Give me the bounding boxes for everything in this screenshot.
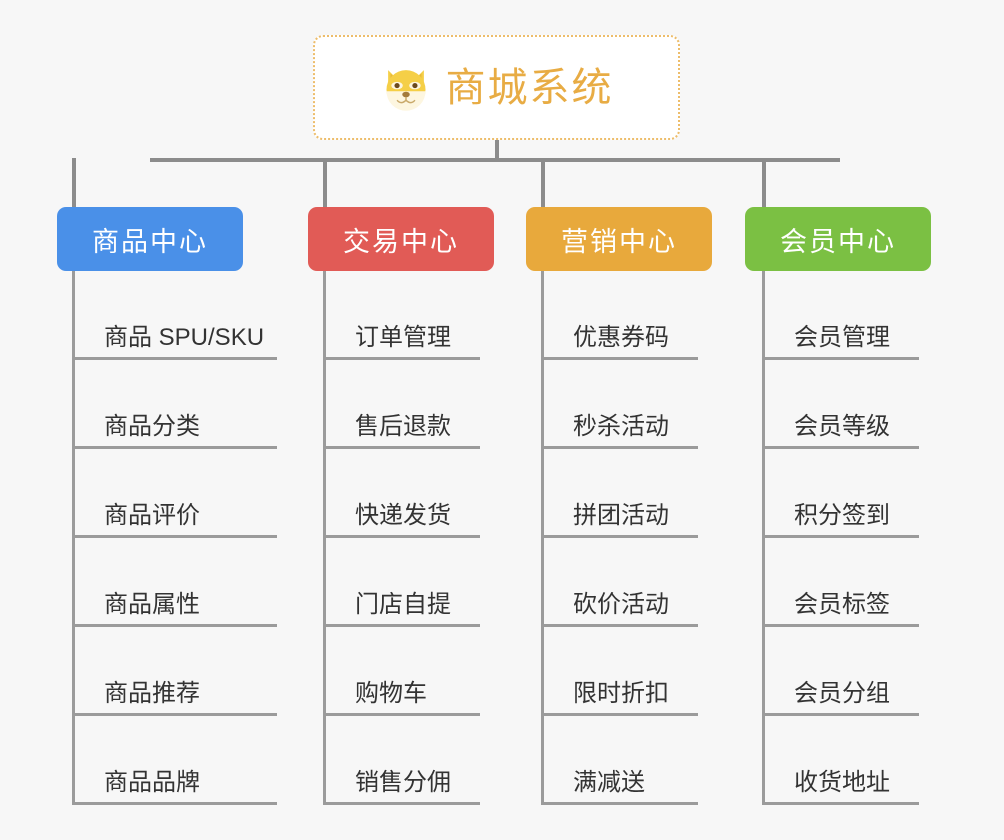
- connector-drop-trade-center: [323, 158, 327, 209]
- leaf-item[interactable]: 优惠券码: [541, 271, 698, 360]
- root-title: 商城系统: [445, 65, 614, 110]
- leaf-item[interactable]: 订单管理: [323, 271, 480, 360]
- category-box-product-center[interactable]: 商品中心: [57, 207, 243, 271]
- leaf-item-label: 商品属性: [104, 590, 200, 618]
- leaf-item[interactable]: 购物车: [323, 627, 480, 716]
- connector-bus-bar: [150, 158, 840, 162]
- leaf-item[interactable]: 商品分类: [72, 360, 277, 449]
- connector-drop-product-center: [72, 158, 76, 209]
- leaf-item-label: 商品品牌: [104, 768, 200, 796]
- leaf-column-trade-center: 订单管理售后退款快递发货门店自提购物车销售分佣: [323, 271, 480, 805]
- leaf-item-label: 商品分类: [104, 412, 200, 440]
- leaf-item[interactable]: 会员等级: [762, 360, 919, 449]
- leaf-item[interactable]: 门店自提: [323, 538, 480, 627]
- leaf-item[interactable]: 拼团活动: [541, 449, 698, 538]
- leaf-item[interactable]: 商品品牌: [72, 716, 277, 805]
- leaf-item-label: 订单管理: [355, 323, 451, 351]
- category-box-member-center[interactable]: 会员中心: [745, 207, 931, 271]
- leaf-item-label: 会员标签: [794, 590, 890, 618]
- category-label: 商品中心: [92, 226, 208, 257]
- category-box-trade-center[interactable]: 交易中心: [308, 207, 494, 271]
- leaf-item[interactable]: 快递发货: [323, 449, 480, 538]
- leaf-item-label: 售后退款: [355, 412, 451, 440]
- leaf-item-label: 会员管理: [794, 323, 890, 351]
- leaf-item-label: 拼团活动: [573, 501, 669, 529]
- leaf-item[interactable]: 会员分组: [762, 627, 919, 716]
- leaf-column-product-center: 商品 SPU/SKU 商品分类商品评价商品属性商品推荐商品品牌: [72, 271, 277, 805]
- leaf-item-label: 收货地址: [794, 768, 890, 796]
- leaf-item[interactable]: 砍价活动: [541, 538, 698, 627]
- category-label: 交易中心: [343, 226, 459, 257]
- leaf-item-label: 快递发货: [355, 501, 451, 529]
- leaf-item-label: 商品评价: [104, 501, 200, 529]
- connector-drop-marketing-center: [541, 158, 545, 209]
- leaf-item[interactable]: 会员管理: [762, 271, 919, 360]
- shiba-dog-face-icon: [386, 69, 425, 111]
- leaf-item[interactable]: 商品评价: [72, 449, 277, 538]
- leaf-item-label: 会员等级: [794, 412, 890, 440]
- connector-root-stem: [495, 140, 499, 162]
- leaf-item-label: 积分签到: [794, 501, 890, 529]
- leaf-item-label: 满减送: [573, 768, 645, 796]
- leaf-item-label: 商品推荐: [104, 679, 200, 707]
- leaf-item-label: 门店自提: [355, 590, 451, 618]
- leaf-item-label: 秒杀活动: [573, 412, 669, 440]
- connector-drop-member-center: [762, 158, 766, 209]
- leaf-item[interactable]: 商品推荐: [72, 627, 277, 716]
- leaf-item-label: 销售分佣: [355, 768, 451, 796]
- category-box-marketing-center[interactable]: 营销中心: [526, 207, 712, 271]
- leaf-item-label: 商品 SPU/SKU: [104, 323, 265, 351]
- leaf-item[interactable]: 商品 SPU/SKU: [72, 271, 277, 360]
- leaf-item[interactable]: 商品属性: [72, 538, 277, 627]
- leaf-trunk-line: [323, 271, 326, 805]
- leaf-item[interactable]: 收货地址: [762, 716, 919, 805]
- leaf-item[interactable]: 会员标签: [762, 538, 919, 627]
- leaf-item[interactable]: 秒杀活动: [541, 360, 698, 449]
- leaf-column-member-center: 会员管理会员等级积分签到会员标签会员分组收货地址: [762, 271, 919, 805]
- category-label: 会员中心: [780, 226, 896, 257]
- leaf-item-label: 购物车: [355, 679, 427, 707]
- leaf-item-label: 优惠券码: [573, 323, 669, 351]
- leaf-item[interactable]: 售后退款: [323, 360, 480, 449]
- leaf-item[interactable]: 销售分佣: [323, 716, 480, 805]
- leaf-item-label: 会员分组: [794, 679, 890, 707]
- category-label: 营销中心: [561, 226, 677, 257]
- leaf-item-label: 砍价活动: [573, 590, 669, 618]
- leaf-trunk-line: [541, 271, 544, 805]
- leaf-item-label: 限时折扣: [573, 679, 669, 707]
- leaf-column-marketing-center: 优惠券码秒杀活动拼团活动砍价活动限时折扣满减送: [541, 271, 698, 805]
- leaf-item[interactable]: 限时折扣: [541, 627, 698, 716]
- leaf-item[interactable]: 积分签到: [762, 449, 919, 538]
- root-node[interactable]: 商城系统: [313, 35, 680, 140]
- leaf-item[interactable]: 满减送: [541, 716, 698, 805]
- leaf-trunk-line: [72, 271, 75, 805]
- leaf-trunk-line: [762, 271, 765, 805]
